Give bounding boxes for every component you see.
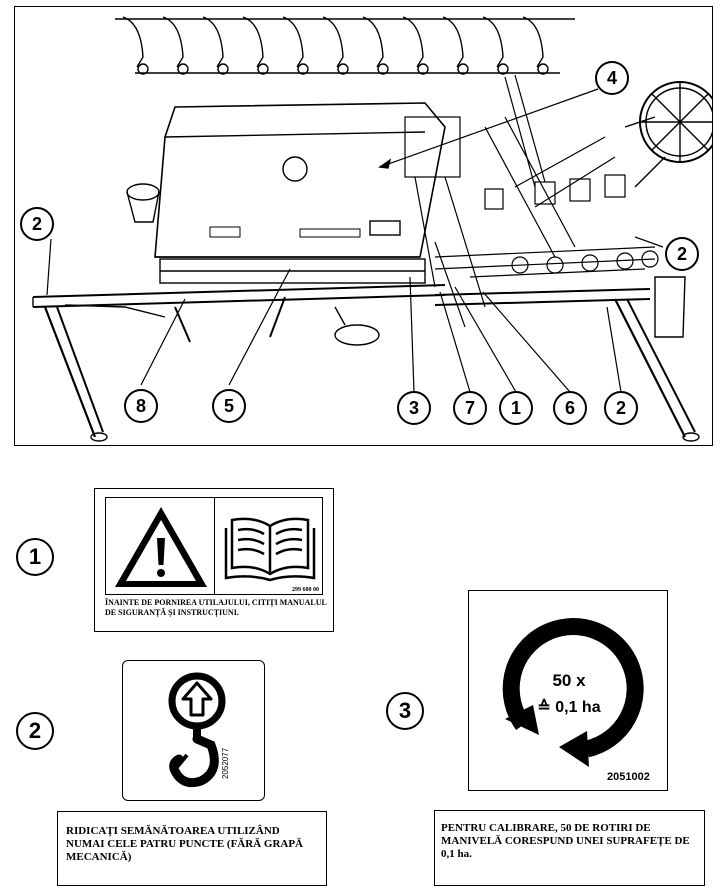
decal-3-calibration: 50 x ≙ 0,1 ha 2051002 xyxy=(468,590,668,791)
decal-1-warning-read-manual: 299 680 00 ÎNAINTE DE PORNIREA UTILAJULU… xyxy=(94,488,334,632)
callout-1: 1 xyxy=(499,391,533,425)
callout-2-right: 2 xyxy=(665,237,699,271)
rev-count-text: 50 x xyxy=(552,671,586,690)
callout-8: 8 xyxy=(124,389,158,423)
decal-1-number: 1 xyxy=(16,538,54,576)
rotation-arrow-icon xyxy=(502,618,644,767)
decal-1-part-code: 299 680 00 xyxy=(292,587,319,593)
callout-2-left: 2 xyxy=(20,207,54,241)
decal-2-number: 2 xyxy=(16,712,54,750)
decal-2-caption: RIDICAȚI SEMĂNĂTOAREA UTILIZÂND NUMAI CE… xyxy=(57,811,327,886)
decal-3-caption: PENTRU CALIBRARE, 50 DE ROTIRI DE MANIVE… xyxy=(434,810,705,886)
decal-2-part-code: 2052077 xyxy=(221,747,230,779)
decal-3-number: 3 xyxy=(386,692,424,730)
area-text: ≙ 0,1 ha xyxy=(537,699,601,716)
lift-hook-icon xyxy=(168,672,226,788)
seed-drill-drawing xyxy=(32,16,712,442)
callout-7: 7 xyxy=(453,391,487,425)
decal-2-lift-point: 2052077 xyxy=(122,660,265,801)
machine-diagram: 4 2 2 8 5 3 7 1 6 2 xyxy=(14,6,713,446)
callout-5: 5 xyxy=(212,389,246,423)
decal-1-text: ÎNAINTE DE PORNIREA UTILAJULUI, CITIȚI M… xyxy=(105,598,327,617)
callout-4: 4 xyxy=(595,61,629,95)
callout-2-bottom: 2 xyxy=(604,391,638,425)
warning-triangle-icon xyxy=(115,507,207,587)
callout-6: 6 xyxy=(553,391,587,425)
decal-3-part-code: 2051002 xyxy=(607,771,650,783)
book-manual-icon xyxy=(224,517,316,582)
callout-3: 3 xyxy=(397,391,431,425)
